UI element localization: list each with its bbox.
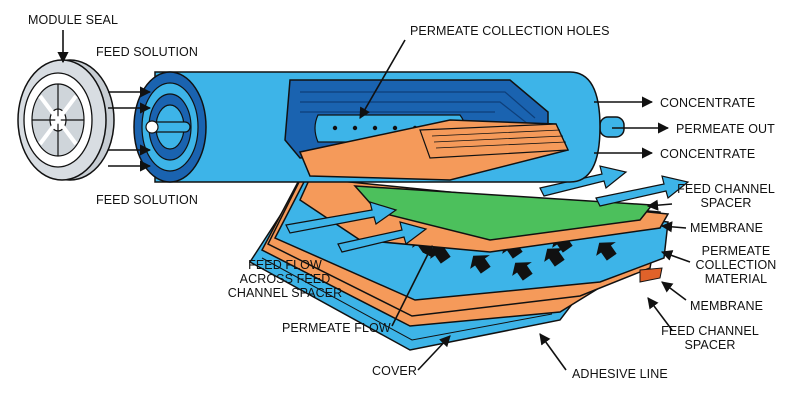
feed-flow-line3: CHANNEL SPACER — [227, 286, 343, 300]
feed-flow-line1: FEED FLOW — [248, 258, 322, 272]
feed-channel-spacer-top-line2: SPACER — [700, 196, 752, 210]
feed-flow-line2: ACROSS FEED — [239, 272, 331, 286]
arrow-icon — [337, 221, 428, 253]
concentrate-bottom-label: CONCENTRATE — [660, 147, 756, 161]
arrow-icon — [595, 175, 690, 207]
arrow-icon — [430, 245, 451, 264]
feed-channel-spacer-bottom-line2: SPACER — [684, 338, 736, 352]
feed-flow-label: FEED FLOW ACROSS FEED CHANNEL SPACER — [222, 258, 348, 300]
arrow-icon — [539, 165, 628, 197]
feed-channel-spacer-bottom-label: FEED CHANNEL SPACER — [660, 324, 760, 352]
adhesive-line-label: ADHESIVE LINE — [572, 367, 668, 381]
feed-flow-arrows — [285, 165, 690, 253]
wheel-icon — [17, 59, 115, 181]
module-cylinder — [133, 71, 625, 183]
permeate-collection-holes-label: PERMEATE COLLECTION HOLES — [410, 24, 610, 38]
module-seal-label: MODULE SEAL — [28, 13, 119, 27]
concentrate-top-label: CONCENTRATE — [660, 96, 756, 110]
permeate-collection-material-line1: PERMEATE — [701, 244, 771, 258]
membrane-top-label: MEMBRANE — [690, 221, 764, 235]
arrow-icon — [596, 242, 617, 261]
permeate-collection-material-line2: COLLECTION — [695, 258, 777, 272]
pointer-arrows — [57, 30, 691, 371]
arrow-icon — [544, 248, 565, 267]
feed-channel-spacer-top-line1: FEED CHANNEL — [677, 182, 775, 196]
permeate-out-label: PERMEATE OUT — [676, 122, 775, 136]
feed-channel-spacer-top-label: FEED CHANNEL SPACER — [676, 182, 776, 210]
cover-label: COVER — [372, 364, 417, 378]
permeate-collection-material-line3: MATERIAL — [704, 272, 768, 286]
feed-solution-bottom-label: FEED SOLUTION — [96, 193, 199, 207]
permeate-flow-label: PERMEATE FLOW — [282, 321, 391, 335]
arrow-icon — [512, 262, 533, 281]
feed-solution-top-label: FEED SOLUTION — [96, 45, 199, 59]
membrane-bottom-label: MEMBRANE — [690, 299, 764, 313]
arrow-icon — [470, 255, 491, 274]
permeate-outlet-tube — [599, 116, 625, 138]
arrow-icon — [285, 201, 398, 234]
permeate-collection-material-label: PERMEATE COLLECTION MATERIAL — [690, 244, 782, 286]
feed-channel-spacer-bottom-line1: FEED CHANNEL — [661, 324, 759, 338]
adhesive-line — [261, 257, 553, 341]
